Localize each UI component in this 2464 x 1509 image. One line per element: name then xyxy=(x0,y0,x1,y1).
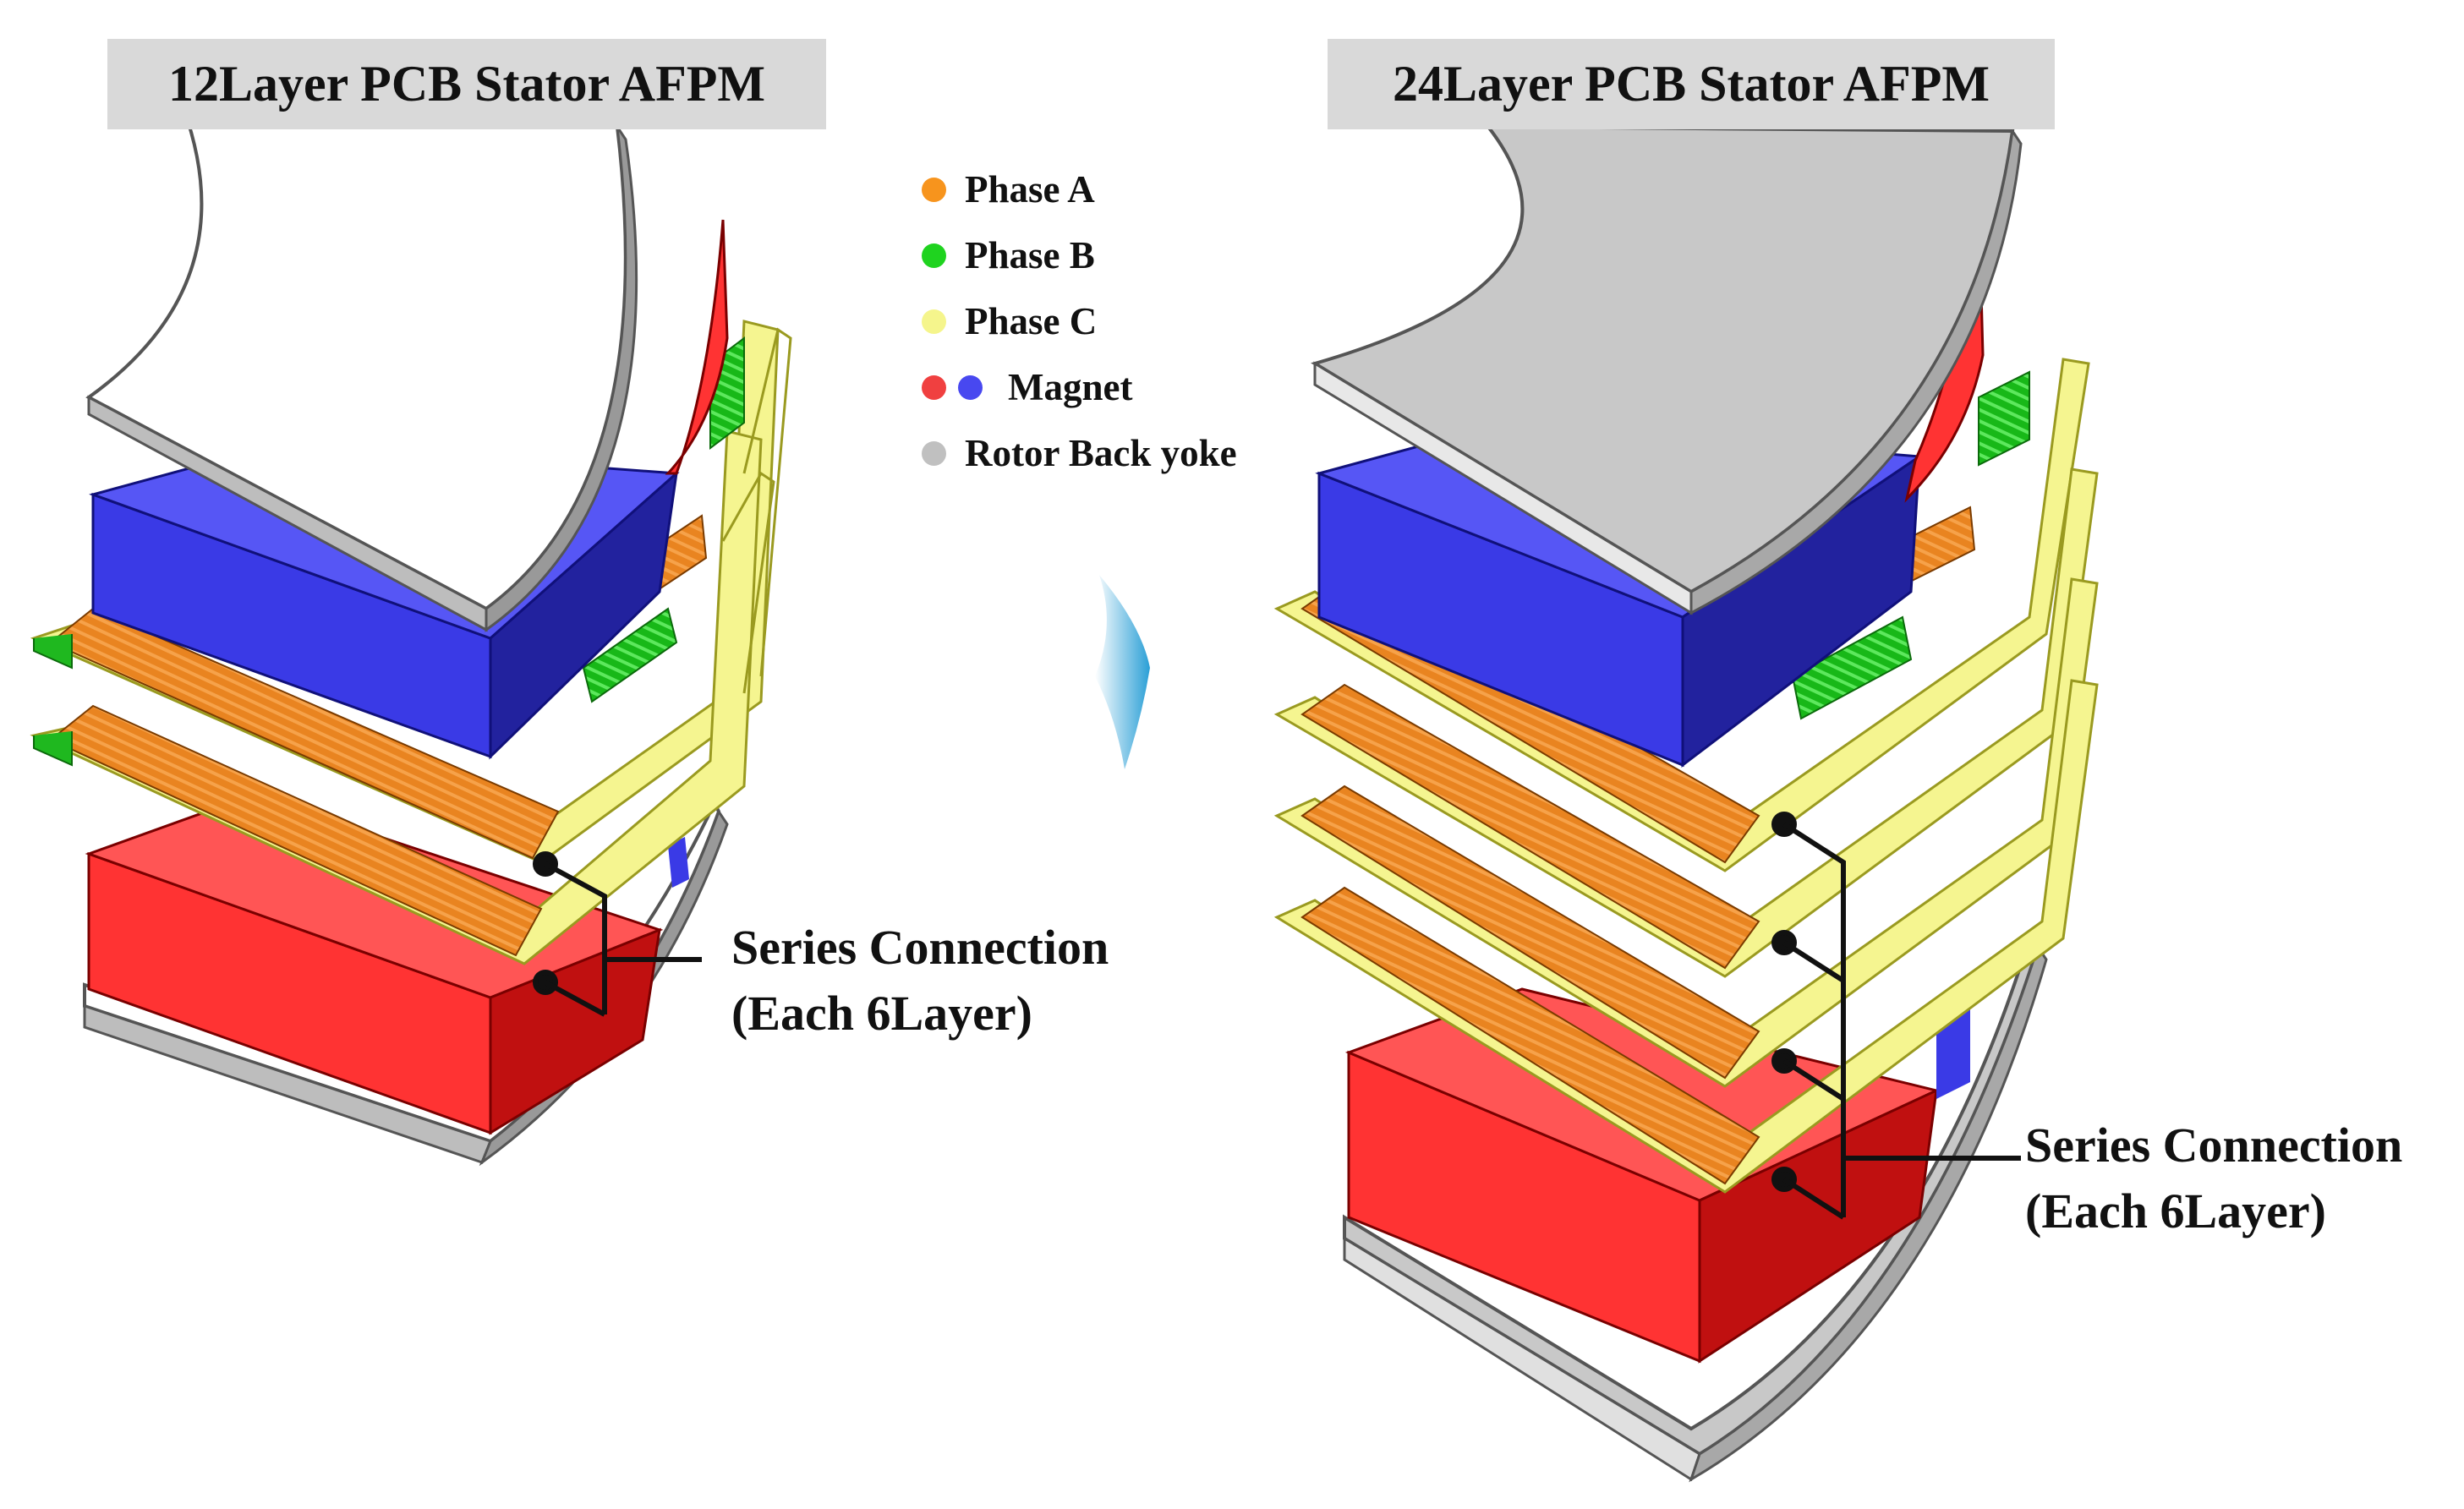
legend-item-phase-a: Phase A xyxy=(922,156,1237,222)
left-title: 12Layer PCB Stator AFPM xyxy=(107,39,826,129)
phase-c-swatch xyxy=(922,309,946,334)
legend-label: Rotor Back yoke xyxy=(965,432,1237,474)
phase-a-swatch xyxy=(922,177,946,202)
magnet-blue-swatch xyxy=(958,375,983,400)
left-series-callout: Series Connection (Each 6Layer) xyxy=(731,915,1109,1047)
right-series-sub: (Each 6Layer) xyxy=(2025,1184,2326,1238)
left-series-sub: (Each 6Layer) xyxy=(731,986,1032,1041)
phase-b-swatch xyxy=(922,243,946,268)
legend-label: Phase A xyxy=(965,168,1095,210)
right-series-label: Series Connection xyxy=(2025,1118,2403,1173)
legend-item-phase-b: Phase B xyxy=(922,222,1237,288)
left-series-label: Series Connection xyxy=(731,920,1109,975)
legend: Phase A Phase B Phase C Magnet Rotor Bac… xyxy=(922,156,1237,486)
right-title-text: 24Layer PCB Stator AFPM xyxy=(1392,56,1990,112)
legend-item-magnet: Magnet xyxy=(922,354,1237,420)
back-yoke-swatch xyxy=(922,440,946,466)
right-series-connector xyxy=(1771,812,2021,1220)
legend-label: Magnet xyxy=(1008,366,1133,408)
left-title-text: 12Layer PCB Stator AFPM xyxy=(167,56,766,112)
right-title: 24Layer PCB Stator AFPM xyxy=(1328,39,2055,129)
left-pcb-coils xyxy=(30,320,792,965)
direction-arrow xyxy=(1095,575,1150,769)
legend-item-phase-c: Phase C xyxy=(922,288,1237,354)
legend-item-back-yoke: Rotor Back yoke xyxy=(922,420,1237,486)
magnet-red-swatch xyxy=(922,375,946,400)
legend-label: Phase B xyxy=(965,234,1095,276)
legend-label: Phase C xyxy=(965,300,1098,342)
left-assembly xyxy=(30,90,792,1167)
right-assembly xyxy=(1273,124,2099,1483)
right-series-callout: Series Connection (Each 6Layer) xyxy=(2025,1113,2402,1244)
left-series-connector xyxy=(533,851,702,1017)
